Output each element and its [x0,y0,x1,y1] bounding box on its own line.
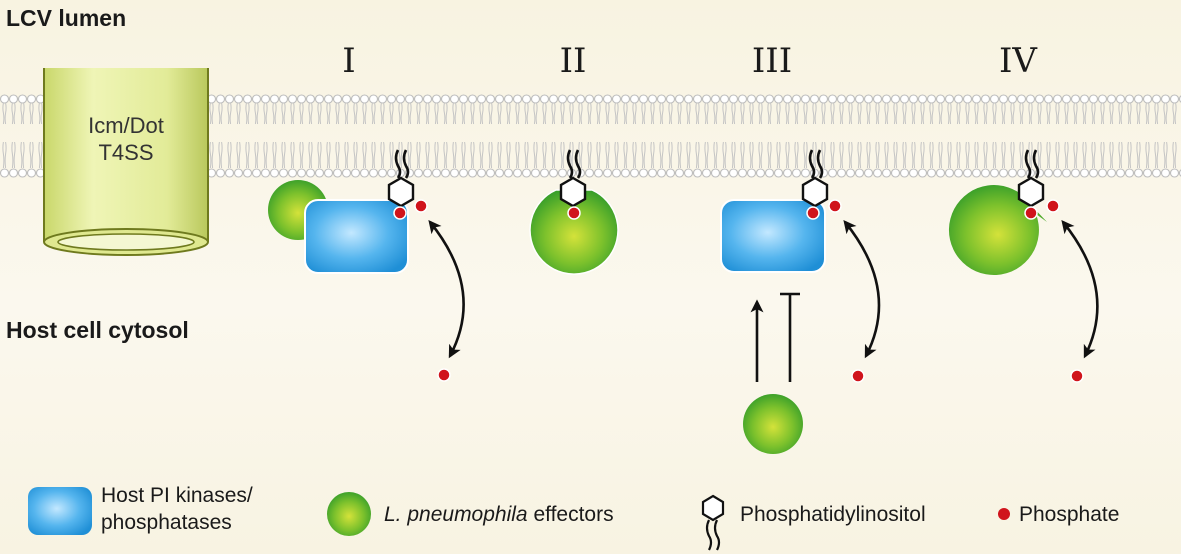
effector-sphere [743,394,803,454]
host-cytosol-label: Host cell cytosol [6,317,189,343]
panel-2 [529,149,619,275]
legend-kinase-label-line2: phosphatases [101,511,232,534]
panel-1 [268,149,465,382]
t4ss-label-line1: Icm/Dot [88,113,164,138]
legend-effector-species: L. pneumophila [384,503,528,526]
effector-sphere [948,185,1047,276]
pi-headgroup-icon [387,149,415,208]
exchange-arrow [1061,219,1099,359]
lcv-lumen-label: LCV lumen [6,5,126,31]
phosphate-dot [851,369,865,383]
effector-sphere [529,189,619,275]
exchange-arrow [843,219,881,359]
exchange-arrow [428,219,465,359]
pi-headgroup-icon [801,149,829,208]
phosphate-dot [414,199,428,213]
legend-phosphate-swatch [998,508,1010,520]
panel-4 [948,149,1099,383]
phosphate-dot [1070,369,1084,383]
panel-label-4: IV [999,41,1038,81]
panel-label-3: III [752,41,792,81]
pi-headgroup-icon [559,149,587,208]
panel-label-2: II [560,41,587,81]
legend-pi-label: Phosphatidylinositol [740,503,926,526]
panel-label-1: I [342,41,355,81]
t4ss-label-line2: T4SS [98,140,153,165]
phosphate-dot [1024,206,1038,220]
host-kinase-block [304,199,409,274]
legend: Host PI kinases/ phosphatases L. pneumop… [28,484,1119,551]
phosphate-dot [828,199,842,213]
legend-effector-swatch [327,492,371,536]
legend-effector-label: L. pneumophila effectors [384,503,614,526]
phosphate-dot [567,206,581,220]
t4ss-channel: Icm/Dot T4SS [43,68,209,256]
phosphate-dot [393,206,407,220]
host-kinase-block [720,199,826,273]
legend-kinase-swatch [28,487,92,535]
legend-effector-suffix: effectors [528,503,614,526]
legend-pi-icon [701,494,725,551]
panel-3 [720,149,881,454]
phosphate-dot [1046,199,1060,213]
inhibition-bar [780,292,800,382]
legend-kinase-label-line1: Host PI kinases/ [101,484,253,507]
phosphate-dot [437,368,451,382]
legend-phosphate-label: Phosphate [1019,503,1119,526]
pi-headgroup-icon [1017,149,1045,208]
phosphate-dot [806,206,820,220]
